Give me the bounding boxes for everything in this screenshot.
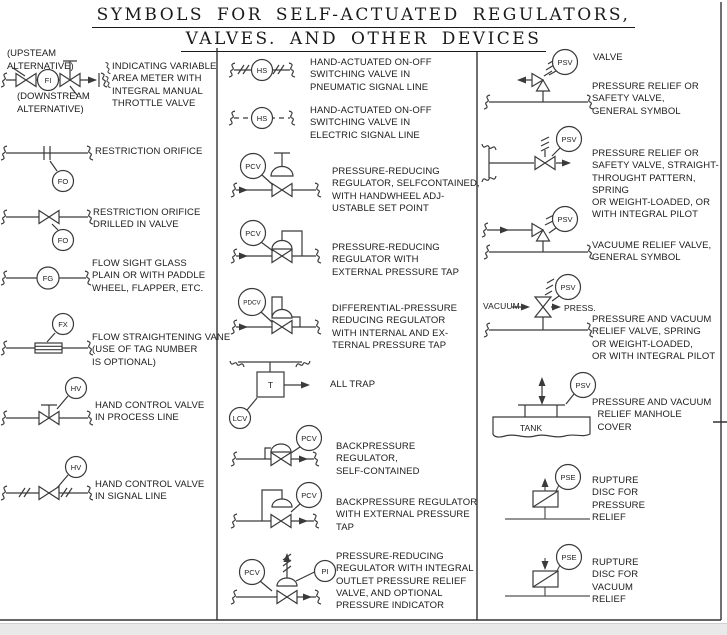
label-pcv-relief: PRESSURE-REDUCING REGULATOR WITH INTEGRA… <box>336 551 474 612</box>
svg-text:PSV: PSV <box>557 215 572 224</box>
svg-text:PCV: PCV <box>245 162 260 171</box>
page-title-line2: VALVES. AND OTHER DEVICES <box>0 29 727 52</box>
svg-text:PCV: PCV <box>301 434 316 443</box>
svg-text:PSV: PSV <box>560 283 575 292</box>
label-hs-pneumatic: HAND-ACTUATED ON-OFF SWITCHING VALVE IN … <box>310 57 432 93</box>
bottom-strip <box>0 623 727 635</box>
label-hand-valve-signal: HAND CONTROL VALVE IN SIGNAL LINE <box>95 479 205 503</box>
label-pressure-vacuum-relief: PRESSURE AND VACUUM RELIEF VALVE, SPRING… <box>592 314 716 362</box>
svg-text:HS: HS <box>257 66 267 75</box>
symbol-rupture-disc-pressure: PSE <box>505 463 590 520</box>
svg-text:FI: FI <box>45 76 52 85</box>
svg-text:FX: FX <box>58 320 68 329</box>
label-flow-sight-glass: FLOW SIGHT GLASS PLAIN OR WITH PADDLE WH… <box>92 258 206 294</box>
label-psv-straight: PRESSURE RELIEF OR SAFETY VALVE, STRAIGH… <box>592 148 719 221</box>
symbol-psv-general: PSV <box>483 48 594 110</box>
note-downstream: (DOWNSTREAM ALTERNATIVE) <box>17 91 90 115</box>
symbol-pressure-vacuum-relief: PSV <box>483 273 594 338</box>
label-rupture-disc-pressure: RUPTURE DISC FOR PRESSURE RELIEF <box>592 475 646 523</box>
symbol-flow-straightening-vane: FX <box>0 312 94 356</box>
label-hand-valve-process: HAND CONTROL VALVE IN PROCESS LINE <box>95 400 205 424</box>
symbol-manhole-cover: TANK PSV <box>492 371 597 438</box>
label-trap: ALL TRAP <box>330 379 376 390</box>
svg-text:PSV: PSV <box>575 381 590 390</box>
label-psv-general: PRESSURE RELIEF OR SAFETY VALVE, GENERAL… <box>592 81 699 117</box>
label-rupture-disc-vacuum: RUPTURE DISC FOR VACUUM RELIEF <box>592 557 639 605</box>
svg-text:T: T <box>268 380 273 390</box>
svg-text:FO: FO <box>58 236 69 245</box>
svg-text:PCV: PCV <box>244 568 259 577</box>
svg-text:FG: FG <box>43 274 54 283</box>
label-manhole-cover: PRESSURE AND VACUUM RELIEF MANHOLE COVER <box>592 397 712 433</box>
svg-text:PDCV: PDCV <box>243 300 261 307</box>
svg-text:FO: FO <box>58 177 69 186</box>
symbol-restriction-orifice: FO <box>0 145 94 193</box>
label-vacuum-relief: VACUUME RELIEF VALVE, GENERAL SYMBOL <box>592 240 712 264</box>
symbol-flow-sight-glass: FG <box>0 266 92 290</box>
svg-text:PCV: PCV <box>245 229 260 238</box>
symbol-pcv-with-relief: PCV PI <box>230 552 337 605</box>
symbol-psv-straight-through: PSV <box>481 125 583 183</box>
page-borders <box>0 2 727 621</box>
symbol-restriction-orifice-drilled: FO <box>0 209 94 252</box>
label-pcv-handwheel: PRESSURE-REDUCING REGULATOR, SELFCONTAIN… <box>332 166 480 214</box>
symbol-pcv-external-tap: PCV <box>230 219 322 264</box>
label-flow-straightening-vane: FLOW STRAIGHTENING VANE (USE OF TAG NUMB… <box>92 332 231 368</box>
label-valve-note: VALVE <box>593 52 623 63</box>
symbol-backpressure-self: PCV <box>230 424 323 467</box>
label-vacuum-side: VACUUM <box>483 301 520 311</box>
symbol-pcv-handwheel: PCV <box>230 152 322 198</box>
label-press-side: PRESS. <box>564 303 596 313</box>
svg-text:PCV: PCV <box>301 491 316 500</box>
symbol-hs-electric: HS <box>228 106 296 130</box>
symbol-rupture-disc-vacuum: PSE <box>505 543 590 597</box>
svg-text:PI: PI <box>321 567 328 576</box>
svg-text:PSV: PSV <box>561 135 576 144</box>
svg-text:PSE: PSE <box>560 473 575 482</box>
note-upstream: (UPSTEAM ALTERNATIVE) <box>7 48 74 72</box>
label-restriction-orifice-drilled: RESTRICTION ORIFICE DRILLED IN VALVE <box>93 207 201 231</box>
svg-text:HS: HS <box>257 114 267 123</box>
label-backpressure-self: BACKPRESSURE REGULATOR, SELF-CONTAINED <box>336 441 420 477</box>
label-backpressure-external: BACKPRESSURE REGULATOR WITH EXTERNAL PRE… <box>336 497 478 533</box>
symbol-pdcv: PDCV <box>230 287 322 335</box>
label-restriction-orifice: RESTRICTION ORIFICE <box>95 146 203 157</box>
label-pcv-external: PRESSURE-REDUCING REGULATOR WITH EXTERNA… <box>332 242 460 278</box>
svg-text:HV: HV <box>71 463 81 472</box>
svg-text:TANK: TANK <box>520 423 542 433</box>
label-hs-electric: HAND-ACTUATED ON-OFF SWITCHING VALVE IN … <box>310 105 432 141</box>
symbol-hand-valve-process: HV <box>0 376 94 426</box>
symbol-variable-area-meter: FI <box>0 60 111 96</box>
svg-text:LCV: LCV <box>233 414 248 423</box>
svg-text:PSE: PSE <box>561 553 576 562</box>
symbol-vacuum-relief: PSV <box>481 205 594 260</box>
svg-text:HV: HV <box>71 384 81 393</box>
svg-text:PSV: PSV <box>557 58 572 67</box>
symbol-trap: T LCV <box>228 360 311 430</box>
symbol-hs-pneumatic: HS <box>228 58 296 82</box>
symbol-backpressure-external: PCV <box>230 481 323 529</box>
page-title-line1: SYMBOLS FOR SELF-ACTUATED REGULATORS, <box>0 5 727 28</box>
label-pdcv: DIFFERENTIAL-PRESSURE REDUCING REGULATOR… <box>332 303 458 351</box>
symbol-hand-valve-signal: HV <box>0 455 94 501</box>
label-variable-area-meter: INDICATING VARIABLE AREA METER WITH INTE… <box>112 61 217 109</box>
